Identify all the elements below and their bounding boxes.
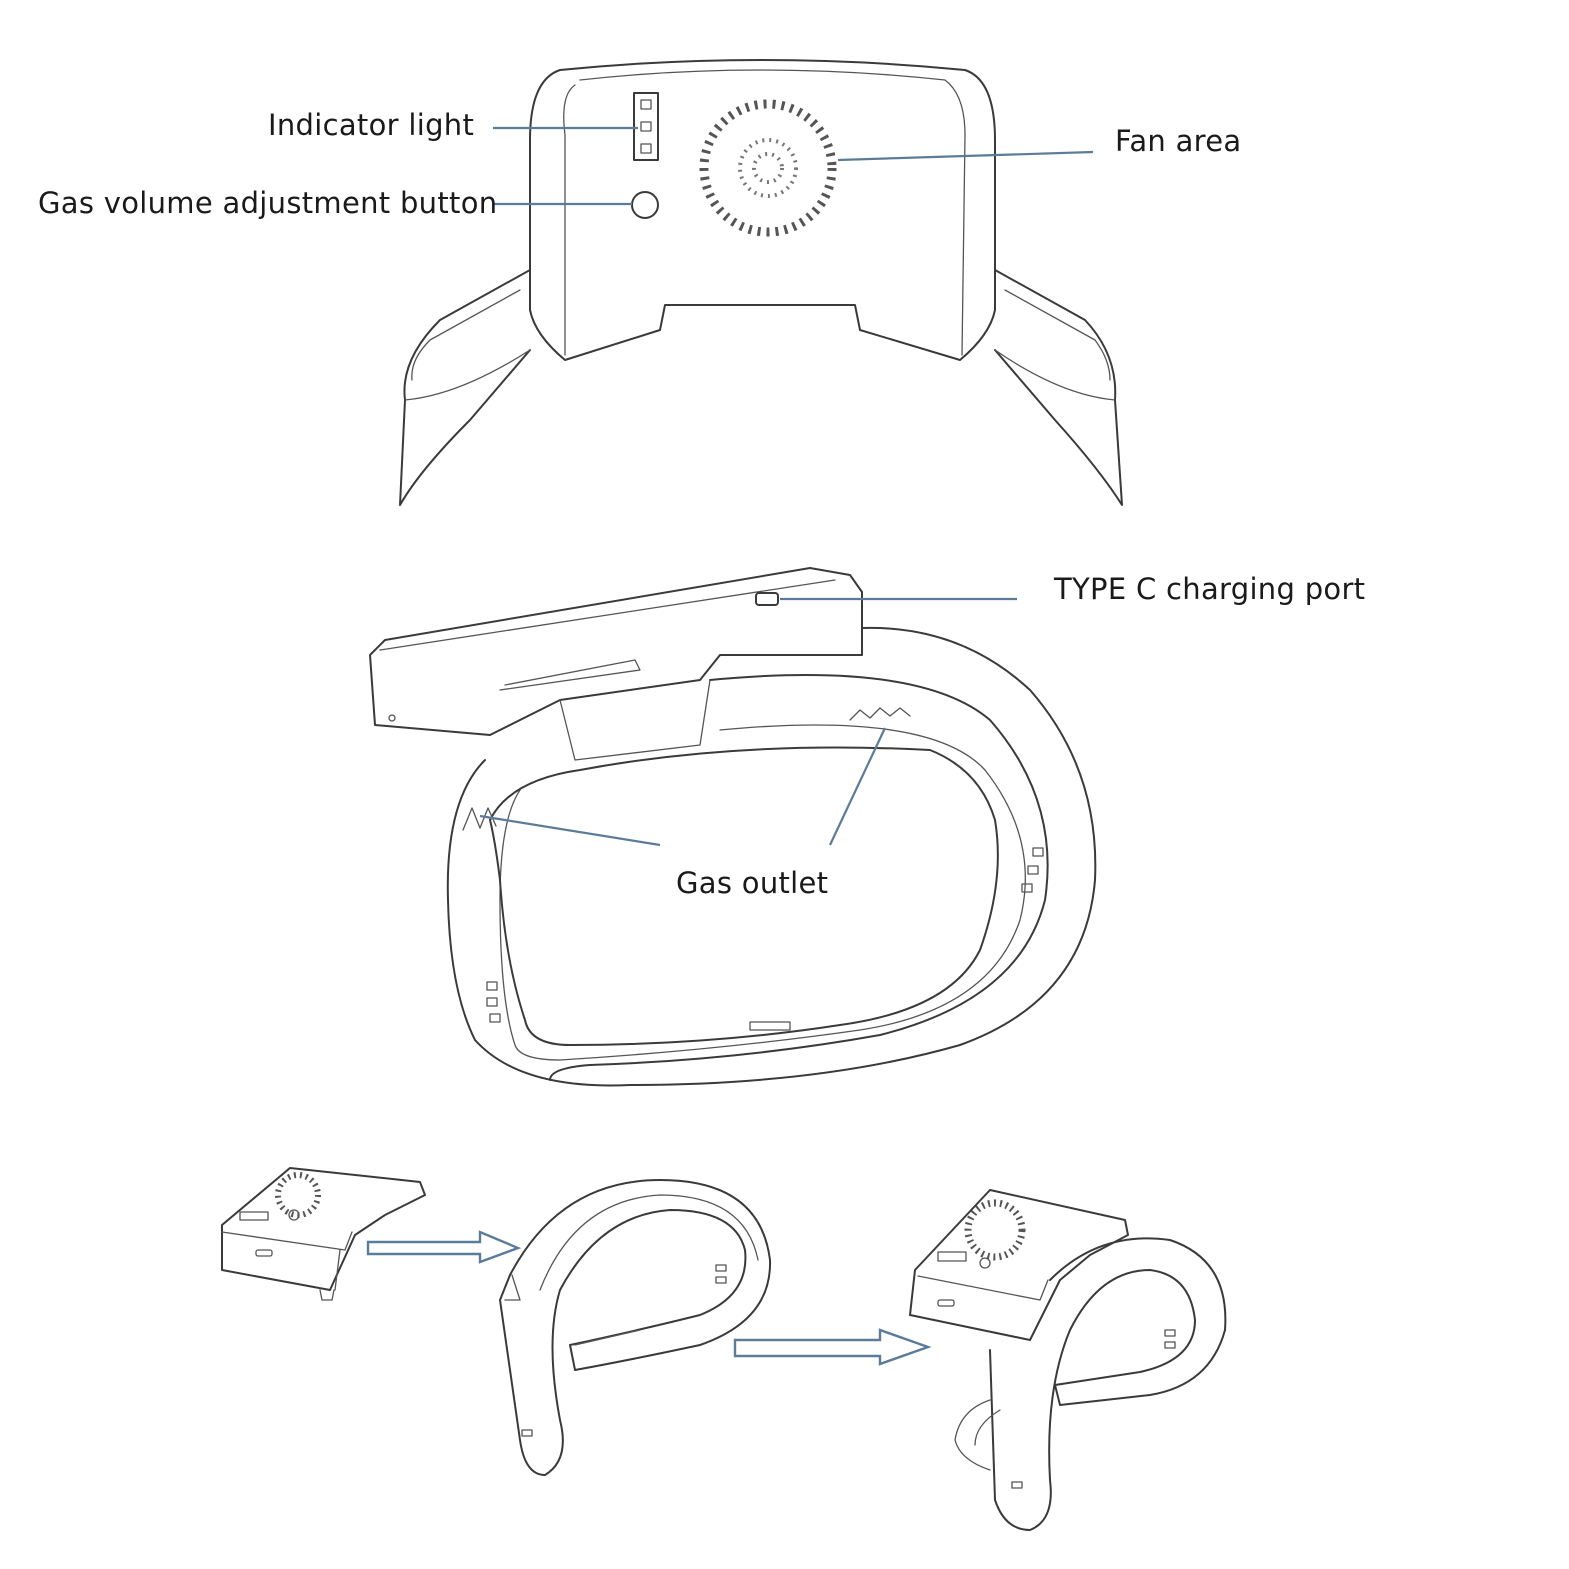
indicator-light-panel	[633, 92, 659, 161]
fan-area-label: Fan area	[1115, 124, 1242, 158]
step-1-arrow	[366, 1230, 522, 1264]
middle-view-device	[369, 567, 1097, 1087]
gas-volume-button-label: Gas volume adjustment button	[38, 186, 498, 220]
gas-volume-button-icon	[631, 191, 659, 219]
type-c-port-label: TYPE C charging port	[1054, 572, 1366, 606]
leader-gas-outlet-left	[479, 814, 661, 847]
step-3-assembled	[909, 1189, 1227, 1531]
fan-grille-icon	[699, 99, 837, 237]
leader-fan-area	[837, 150, 1094, 162]
step-2-neck-band	[499, 1179, 772, 1476]
indicator-light-label: Indicator light	[268, 108, 475, 142]
top-view-device	[399, 59, 1123, 506]
step-2-arrow	[733, 1328, 932, 1366]
type-c-port-icon	[755, 592, 779, 606]
step-1-main-unit	[221, 1167, 426, 1301]
leader-gas-outlet-right	[829, 727, 886, 846]
leader-lines	[479, 126, 1094, 847]
gas-outlet-label: Gas outlet	[676, 866, 829, 900]
